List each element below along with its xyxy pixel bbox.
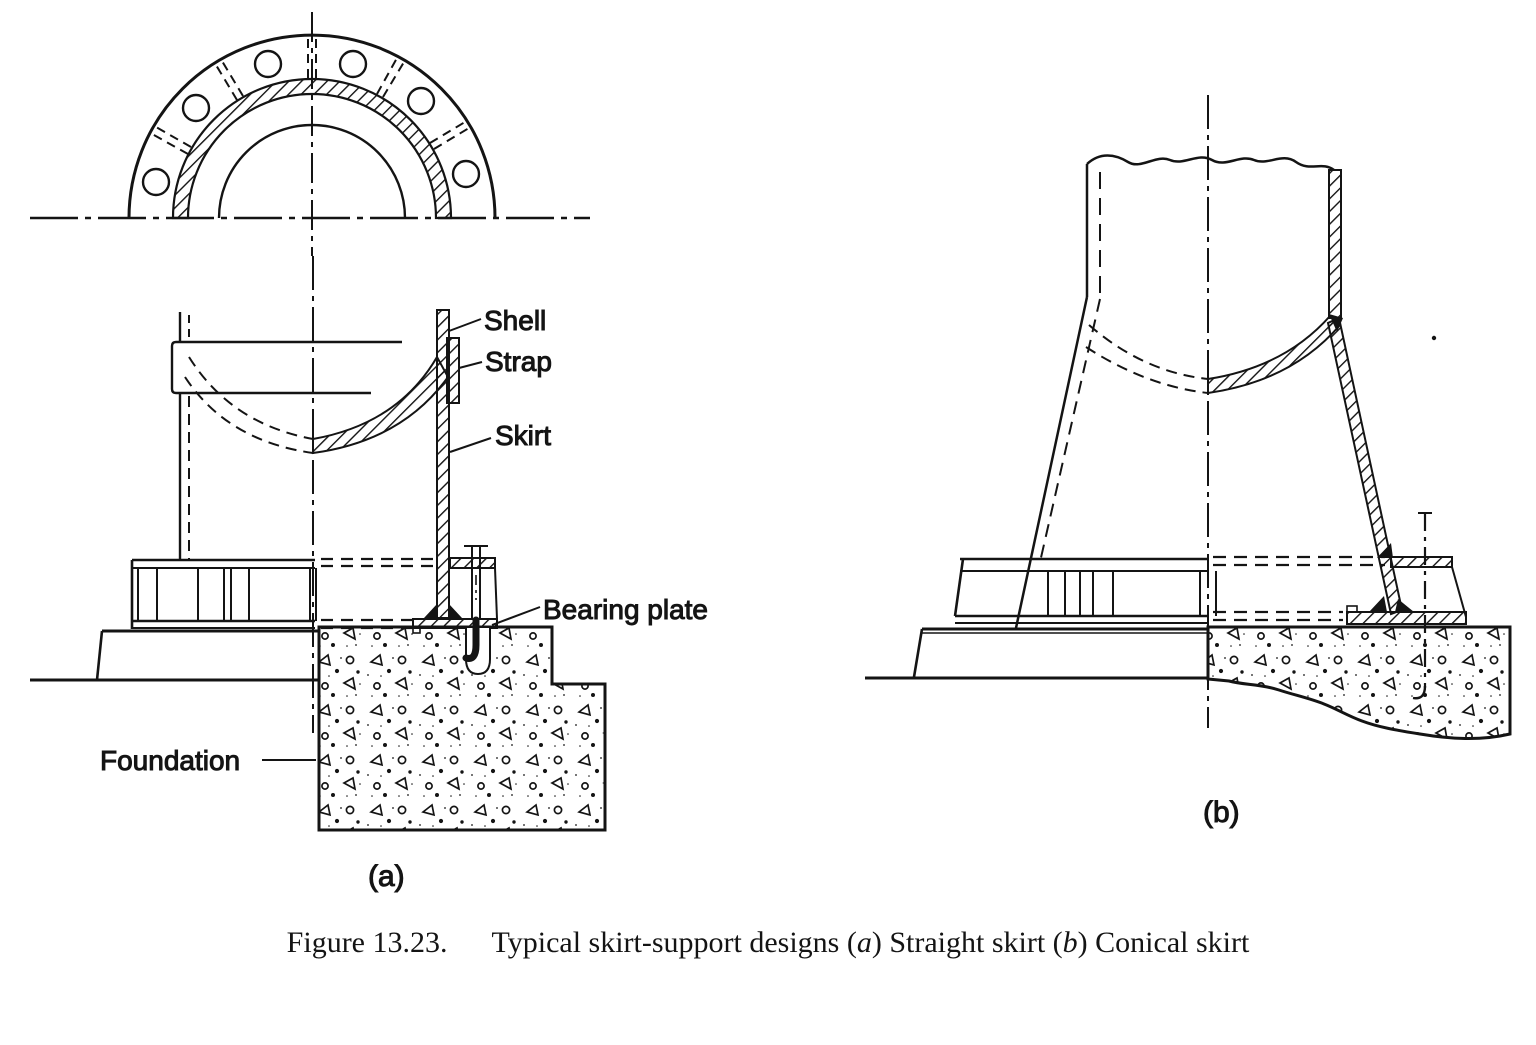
pedestal-b	[865, 627, 1208, 680]
foundation-label: Foundation	[100, 745, 240, 776]
dished-head-hidden-curves-b	[1085, 324, 1209, 394]
gussets-b	[1047, 571, 1217, 616]
skirt-weld-fillets-a	[424, 604, 462, 618]
bearing-plate-section-b	[1346, 611, 1467, 625]
base-ring-hidden-a	[321, 557, 434, 630]
gusset-hidden-lines	[151, 37, 470, 155]
skirt-left-silhouette	[178, 312, 190, 559]
straight-skirt-elevation: Shell Strap Skirt Bearing plate Foundati…	[30, 256, 709, 894]
caption-italic-b: b	[1062, 926, 1078, 959]
caption-text-3: ) Conical skirt	[1077, 926, 1250, 959]
caption-text-1: Typical skirt-support designs (	[491, 926, 857, 959]
foundation-concrete-a	[317, 625, 607, 832]
scan-speck	[1431, 335, 1437, 341]
anchor-bolt-pocket-a	[462, 616, 491, 676]
figure-caption: Figure 13.23. Typical skirt-support desig…	[0, 926, 1536, 960]
sub-label-b: (b)	[1203, 796, 1240, 829]
cone-left-hidden-b	[1039, 298, 1101, 563]
dished-head-section-b	[1207, 314, 1342, 395]
shell-label: Shell	[484, 305, 546, 336]
strap-label: Strap	[485, 346, 552, 377]
base-ring-front-b	[953, 557, 1217, 624]
ring-right-edge-b	[1451, 566, 1467, 618]
shell-break-line-b	[1086, 154, 1335, 172]
plan-view-bearing-ring	[30, 12, 590, 256]
anchor-bolt-a	[464, 545, 488, 618]
strap-section-block	[446, 337, 460, 404]
bolt-holes	[141, 49, 481, 197]
top-ring-section-b	[1390, 556, 1453, 568]
j-bolt-hook-a	[462, 616, 480, 662]
caption-italic-a: a	[856, 926, 872, 959]
caption-text-2: ) Straight skirt (	[871, 926, 1063, 959]
shell-section-band-b	[1328, 169, 1342, 319]
dished-head-section	[312, 354, 450, 455]
base-ring-hidden-b	[1213, 555, 1385, 622]
bearing-plate-label: Bearing plate	[543, 594, 708, 625]
base-ring-front-a	[130, 558, 317, 629]
foundation-concrete-b	[1206, 625, 1512, 740]
strap-front-outline	[170, 340, 402, 395]
plate-left-tab-b	[1346, 605, 1358, 613]
ring-right-edge-a	[494, 567, 498, 620]
cone-section-band-b	[1326, 316, 1404, 616]
sub-label-a: (a)	[368, 860, 405, 893]
cone-weld-fillets-b	[1369, 543, 1414, 612]
skirt-label: Skirt	[495, 420, 551, 451]
pedestal-a	[30, 629, 319, 682]
anchor-bolt-b	[1412, 512, 1432, 700]
cone-left-edge-b	[1014, 296, 1089, 629]
leader-lines-a	[262, 318, 541, 761]
figure-number: Figure 13.23.	[286, 926, 448, 959]
dished-head-hidden-curves	[184, 356, 314, 454]
conical-skirt-elevation: (b)	[865, 95, 1512, 830]
gussets-a	[137, 568, 317, 621]
